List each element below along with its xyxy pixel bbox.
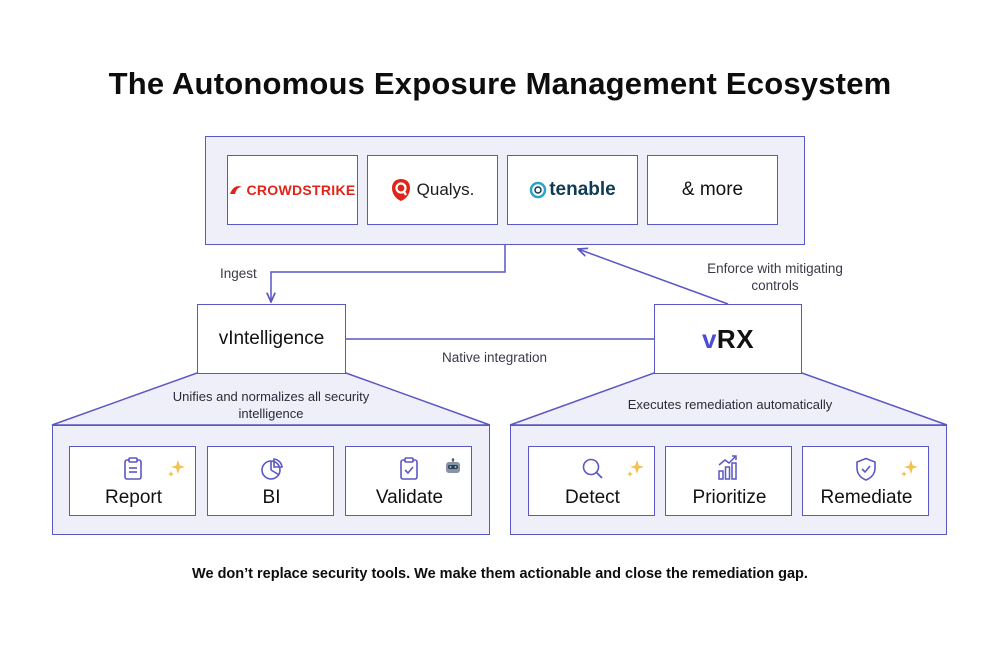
sparkle-icon (901, 460, 918, 477)
pie-chart-icon (261, 458, 283, 480)
vendor-card-tenable: tenable (507, 155, 638, 225)
sparkle-icon (627, 460, 644, 477)
feature-label-bi: BI (262, 487, 281, 508)
magnifier-icon (582, 458, 603, 479)
native-integration-label: Native integration (442, 350, 548, 365)
feature-card-validate: Validate (345, 446, 472, 516)
ingest-label: Ingest (220, 266, 257, 281)
footer-tagline: We don’t replace security tools. We make… (192, 566, 808, 582)
clipboard-check-icon (400, 457, 418, 480)
feature-card-remediate: Remediate (802, 446, 929, 516)
feature-label-validate: Validate (375, 487, 444, 508)
vendor-label-more: & more (681, 179, 744, 200)
sparkle-icon (168, 460, 185, 477)
crowdstrike-logo-icon (230, 186, 243, 194)
vrx-logo-v: v (701, 323, 717, 354)
vintelligence-label: vIntelligence (218, 328, 325, 349)
feature-label-prioritize: Prioritize (692, 487, 767, 508)
ingest-arrow (271, 245, 506, 302)
vendor-label-crowdstrike: CROWDSTRIKE (246, 182, 356, 198)
vendor-card-crowdstrike: CROWDSTRIKE (227, 155, 358, 225)
vendor-label-qualys: Qualys. (416, 180, 475, 199)
feature-card-bi: BI (207, 446, 334, 516)
shield-check-icon (856, 457, 876, 481)
diagram-title: The Autonomous Exposure Management Ecosy… (108, 66, 892, 101)
feature-label-report: Report (104, 487, 163, 508)
feature-card-prioritize: Prioritize (665, 446, 792, 516)
vendor-card-qualys: Qualys. (367, 155, 498, 225)
vrx-caption: Executes remediation automatically (627, 397, 833, 412)
vendor-card-more: & more (647, 155, 778, 225)
enforce-arrow (578, 249, 729, 305)
clipboard-icon (124, 457, 142, 480)
robot-icon (446, 458, 460, 473)
feature-card-report: Report (69, 446, 196, 516)
qualys-shield-logo-icon (391, 179, 410, 201)
vendor-label-tenable: tenable (549, 179, 616, 200)
vintelligence-node: vIntelligence (197, 304, 346, 374)
feature-card-detect: Detect (528, 446, 655, 516)
feature-label-remediate: Remediate (820, 487, 913, 508)
bar-chart-icon (718, 455, 737, 480)
feature-label-detect: Detect (565, 487, 620, 508)
tenable-ring-logo-icon (529, 181, 547, 199)
vrx-logo-rx: RX (716, 323, 755, 354)
vintelligence-caption: Unifies and normalizes all security inte… (172, 389, 370, 421)
enforce-label: Enforce with mitigating controls (707, 261, 843, 293)
